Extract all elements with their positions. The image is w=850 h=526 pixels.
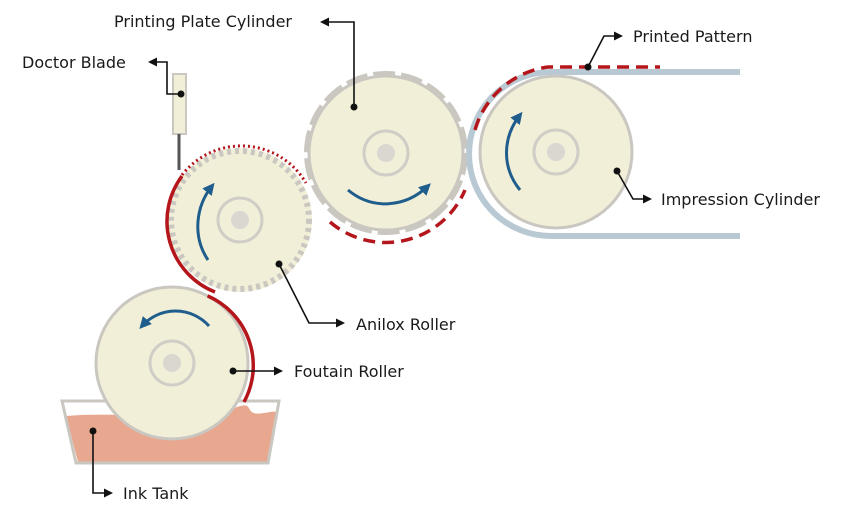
label-impression-cylinder: Impression Cylinder (661, 190, 820, 209)
impression-cylinder (466, 65, 740, 239)
anilox-ink-film (165, 174, 216, 294)
callout-ink-tank: Ink Tank (89, 427, 189, 503)
label-anilox-roller: Anilox Roller (356, 315, 456, 334)
printing-plate-cylinder (304, 71, 468, 245)
paper-web (466, 69, 740, 239)
plate-rotation-arrow (347, 183, 431, 206)
callout-fountain-roller: Foutain Roller (229, 362, 404, 381)
anilox-ink-cells (180, 144, 308, 184)
label-printing-plate-cylinder: Printing Plate Cylinder (114, 12, 292, 31)
callout-printed-pattern: Printed Pattern (584, 27, 752, 71)
anilox-rotation-arrow (196, 182, 215, 261)
fountain-roller (94, 285, 255, 441)
label-ink-tank: Ink Tank (123, 484, 189, 503)
label-fountain-roller: Foutain Roller (294, 362, 404, 381)
callout-printing-plate-cylinder: Printing Plate Cylinder (114, 12, 358, 111)
plate-ink-pattern (328, 189, 467, 245)
callout-doctor-blade: Doctor Blade (22, 53, 185, 98)
anilox-roller (165, 144, 312, 294)
callout-impression-cylinder: Impression Cylinder (613, 167, 820, 209)
label-printed-pattern: Printed Pattern (633, 27, 752, 46)
label-doctor-blade: Doctor Blade (22, 53, 126, 72)
printed-ink-on-web (473, 65, 660, 131)
callout-anilox-roller: Anilox Roller (275, 260, 456, 334)
doctor-blade (172, 73, 187, 170)
impression-rotation-arrow (505, 111, 523, 191)
fountain-rotation-arrow (139, 309, 211, 329)
fountain-ink-film (206, 294, 255, 403)
